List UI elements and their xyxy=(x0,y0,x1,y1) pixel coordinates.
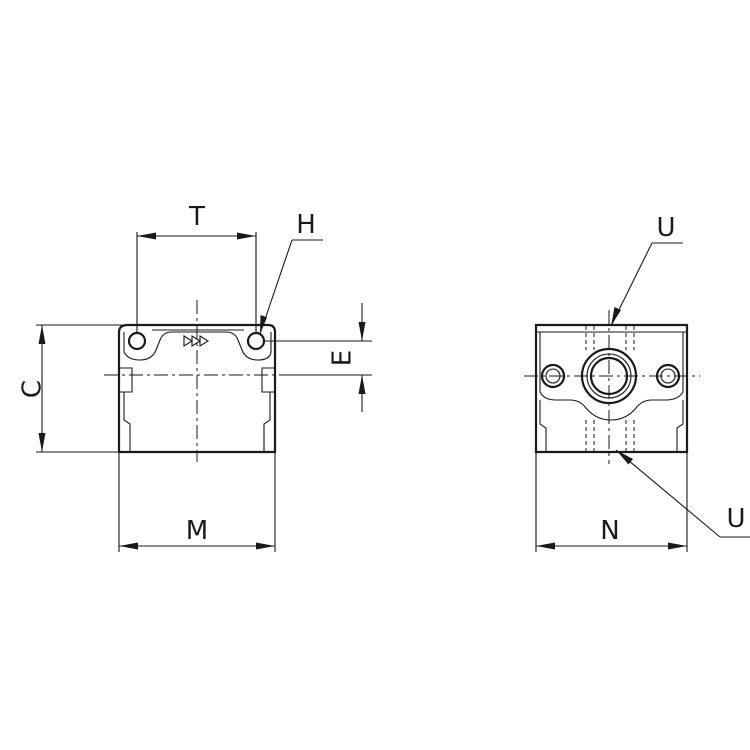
label-e: E xyxy=(328,350,358,366)
leader-h: H xyxy=(259,210,323,335)
dimension-c: C xyxy=(18,324,128,453)
side-view-inner-profile xyxy=(539,332,684,421)
label-c: C xyxy=(18,380,48,398)
dimension-t: T xyxy=(136,202,257,333)
leader-u-bottom: U xyxy=(615,449,750,538)
dimension-e: E xyxy=(264,303,372,412)
label-n: N xyxy=(600,516,619,546)
front-view-right-hole xyxy=(246,331,266,351)
front-view-right-slot xyxy=(261,367,274,393)
side-view-outline xyxy=(534,323,689,454)
flow-direction-arrows-icon xyxy=(183,335,210,347)
label-u-bottom: U xyxy=(726,504,745,534)
label-h: H xyxy=(296,210,316,240)
dimension-n: N xyxy=(535,452,688,552)
label-m: M xyxy=(186,516,208,546)
front-view-right-rib xyxy=(263,392,271,452)
side-view xyxy=(524,310,700,464)
label-t: T xyxy=(188,202,205,232)
front-view-inner-profile xyxy=(123,331,272,361)
front-view-left-slot xyxy=(120,367,133,393)
label-u-top: U xyxy=(656,213,675,243)
dimension-m: M xyxy=(118,452,276,552)
front-view-left-hole xyxy=(127,331,147,351)
front-view-left-rib xyxy=(123,392,131,452)
leader-u-top: U xyxy=(610,213,683,327)
